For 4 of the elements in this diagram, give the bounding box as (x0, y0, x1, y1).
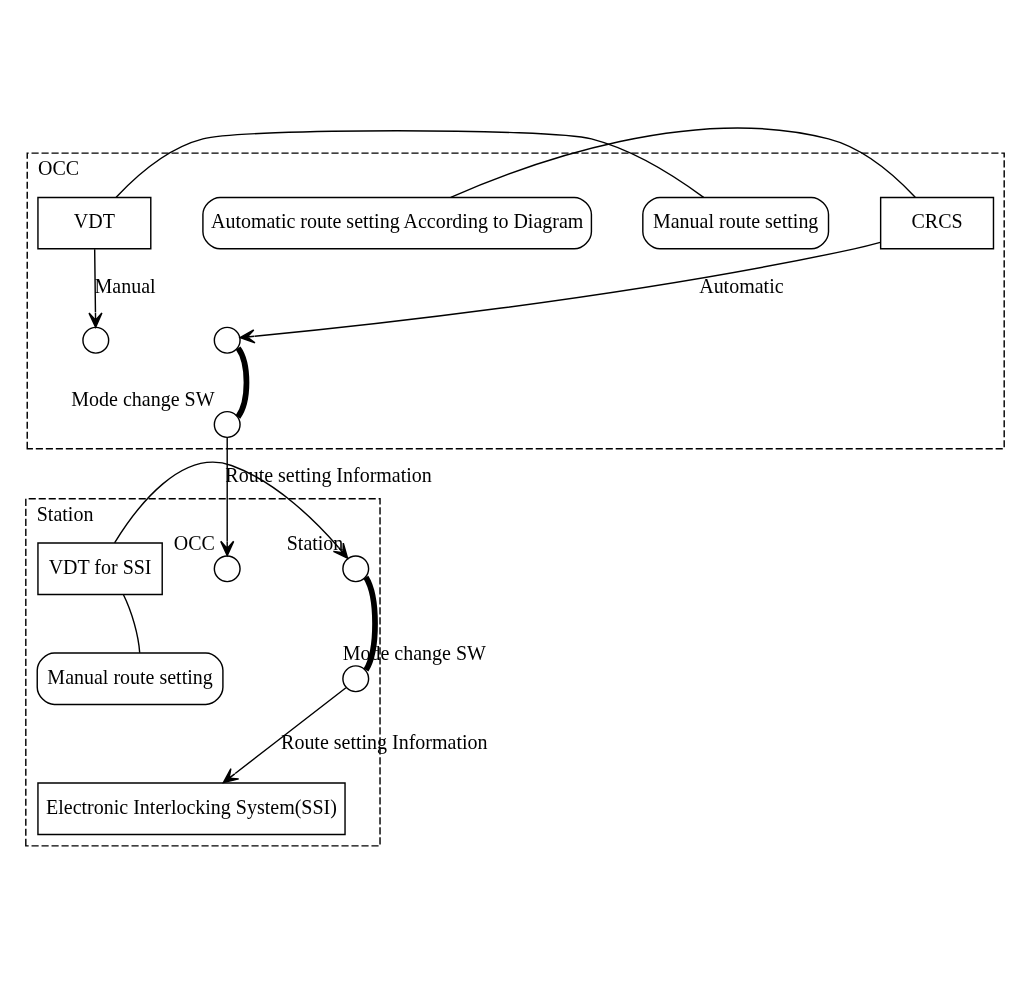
node-label: Mode change SW (71, 388, 215, 411)
edge-label: Automatic (699, 275, 784, 298)
edge-label: Route setting Information (281, 731, 488, 754)
node-label: OCC (173, 532, 215, 555)
